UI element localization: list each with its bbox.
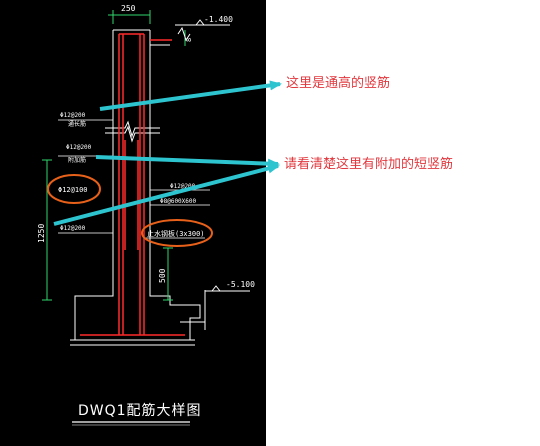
label-left-mid: Φ12@200 [66, 144, 92, 151]
dim-top-width: 250 [121, 4, 136, 13]
note-short-bar: 请看清楚这里有附加的短竖筋 [284, 157, 454, 172]
highlight-circle-left [47, 174, 101, 204]
arrow-short-bar-1 [95, 155, 280, 169]
elevation-bottom: -5.100 [226, 280, 255, 289]
dim-height: 1250 [37, 224, 46, 243]
drawing-title: DWQ1配筋大样图 [78, 402, 202, 419]
elevation-markers [175, 19, 250, 292]
wall-section-drawing: Φ12@200 通长筋 Φ12@200 附加筋 Φ12@200 Φ12@200 … [37, 4, 255, 426]
note-through-bar: 这里是通高的竖筋 [286, 76, 391, 91]
label-left-circled: Φ12@100 [58, 186, 88, 194]
cad-drawing-panel: Φ12@200 通长筋 Φ12@200 附加筋 Φ12@200 Φ12@200 … [0, 0, 266, 446]
label-right-mid: Φ12@200 [170, 183, 196, 190]
label-right-circled: 止水钢板(3x300) [147, 229, 205, 238]
label-left-lower: Φ12@200 [60, 225, 86, 232]
dim-lower: 500 [158, 268, 167, 283]
arrow-through-bar [99, 80, 282, 111]
label-left-mid-sub: 附加筋 [68, 156, 86, 164]
dim-slab-mark: 8 [185, 38, 193, 42]
wall-outline [70, 29, 206, 346]
label-left-upper: Φ12@200 [60, 112, 86, 119]
label-left-upper-sub: 通长筋 [68, 120, 86, 128]
elevation-top: -1.400 [204, 15, 233, 24]
arrow-short-bar-2 [53, 163, 280, 226]
rebar-callouts: Φ12@200 通长筋 Φ12@200 附加筋 Φ12@200 Φ12@200 … [60, 112, 197, 232]
label-right-beam: Φ8@600X600 [160, 198, 197, 205]
highlight-circle-right [141, 219, 213, 247]
